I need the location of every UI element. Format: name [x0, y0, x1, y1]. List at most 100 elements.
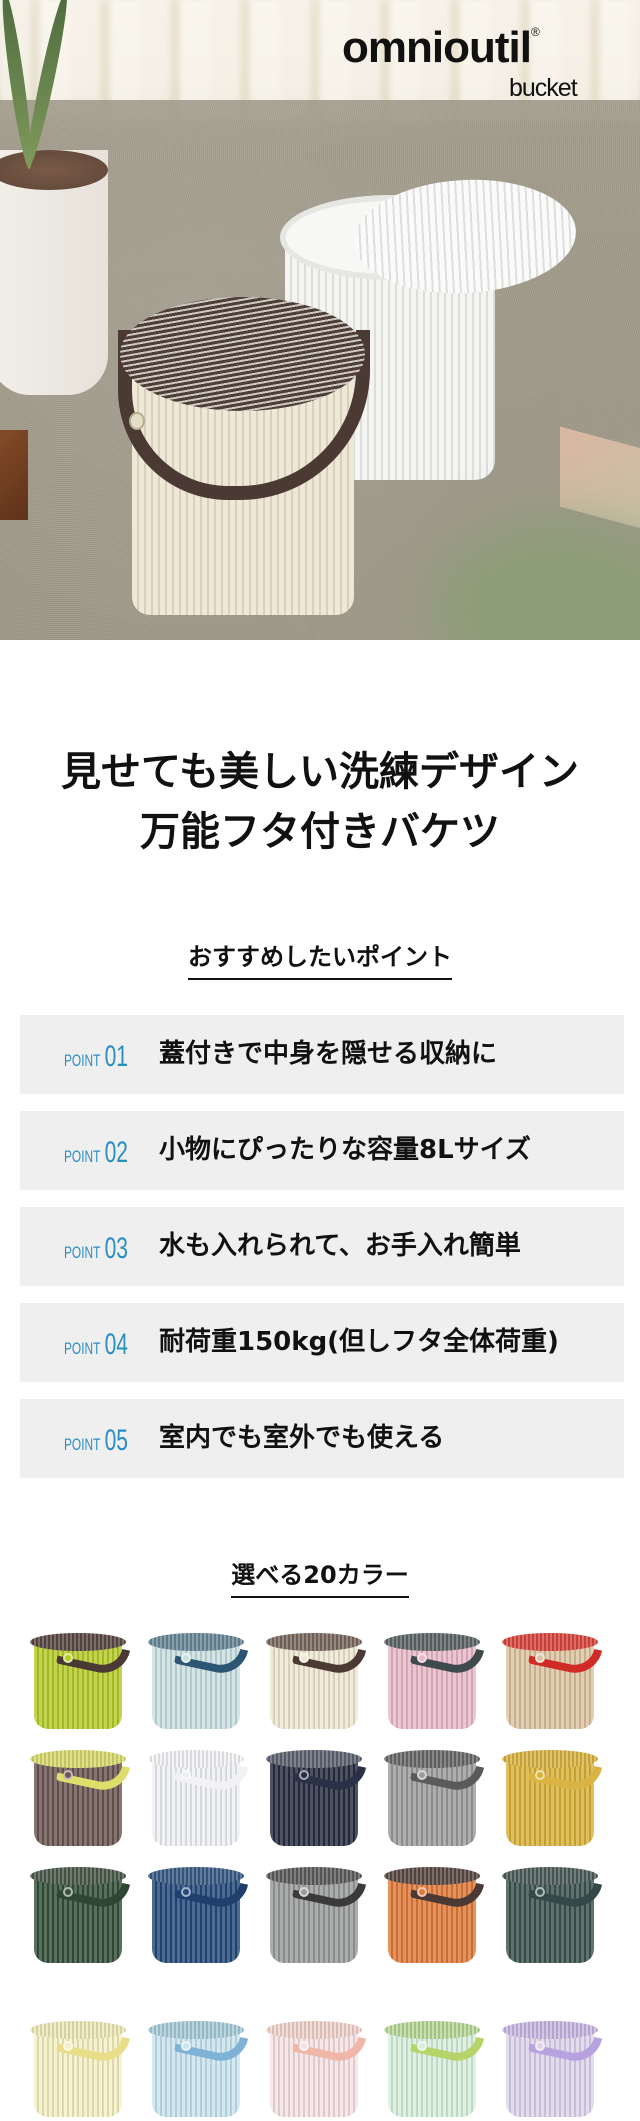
color-swatch-bucket[interactable] — [30, 1750, 131, 1850]
bucket-lid — [148, 1750, 244, 1768]
color-swatch-bucket[interactable] — [502, 1750, 603, 1850]
point-text: 蓋付きで中身を隠せる収納に — [159, 1039, 498, 1069]
handle-button — [417, 2041, 427, 2051]
points-heading: おすすめしたいポイント — [0, 944, 640, 981]
colors-heading: 選べる20カラー — [0, 1562, 640, 1599]
color-swatch-bucket[interactable] — [384, 2021, 485, 2121]
bucket-lid — [384, 1750, 480, 1768]
bucket-body — [388, 1758, 476, 1846]
bucket-lid — [30, 1633, 126, 1651]
color-swatch-bucket[interactable] — [30, 1633, 131, 1733]
handle-button — [63, 2041, 73, 2051]
point-number: 01 — [104, 1040, 128, 1073]
point-word: POINT — [64, 1435, 101, 1454]
bucket-body — [388, 1641, 476, 1729]
color-swatch-bucket[interactable] — [266, 1867, 367, 1967]
handle-button — [417, 1653, 427, 1663]
bucket-body — [34, 1758, 122, 1846]
bucket-lid — [384, 2021, 480, 2039]
point-text: 水も入れられて、お手入れ簡単 — [159, 1231, 521, 1261]
color-swatch-bucket[interactable] — [148, 1867, 249, 1967]
bucket-body — [152, 1875, 240, 1963]
color-swatch-bucket[interactable] — [502, 1867, 603, 1967]
point-word: POINT — [64, 1051, 101, 1070]
bucket-body — [152, 1758, 240, 1846]
handle-button — [417, 1887, 427, 1897]
headline-line2: 万能フタ付きバケツ — [140, 809, 500, 855]
bucket-lid — [266, 1750, 362, 1768]
point-number: 02 — [104, 1136, 128, 1169]
point-text: 室内でも室外でも使える — [159, 1423, 445, 1453]
bucket-lid — [384, 1867, 480, 1885]
color-swatch-bucket[interactable] — [502, 1633, 603, 1733]
color-swatch-bucket[interactable] — [148, 1633, 249, 1733]
color-swatch-bucket[interactable] — [266, 1750, 367, 1850]
handle-button — [63, 1887, 73, 1897]
bucket-lid — [266, 1867, 362, 1885]
color-swatch-bucket[interactable] — [266, 1633, 367, 1733]
bucket-body — [270, 1641, 358, 1729]
bucket-body — [506, 1758, 594, 1846]
handle-button — [63, 1653, 73, 1663]
color-swatch-bucket[interactable] — [384, 1867, 485, 1967]
bucket-lid — [30, 2021, 126, 2039]
point-number: 05 — [104, 1424, 128, 1457]
point-word: POINT — [64, 1147, 101, 1166]
bucket-lid — [30, 1867, 126, 1885]
point-number: 04 — [104, 1328, 128, 1361]
logo-subtitle: bucket — [509, 74, 578, 102]
bucket-lid — [266, 2021, 362, 2039]
bucket-body — [388, 1875, 476, 1963]
color-swatch-bucket[interactable] — [502, 2021, 603, 2121]
point-text: 小物にぴったりな容量8Lサイズ — [159, 1135, 531, 1165]
handle-button — [299, 1887, 309, 1897]
point-number: 03 — [104, 1232, 128, 1265]
handle-button — [63, 1770, 73, 1780]
handle-button — [417, 1770, 427, 1780]
bucket-lid — [148, 1633, 244, 1651]
color-swatch-bucket[interactable] — [384, 1750, 485, 1850]
cream-bucket-lid — [120, 297, 365, 411]
bucket-lid — [502, 1750, 598, 1768]
handle-button — [535, 2041, 545, 2051]
handle-button — [299, 1653, 309, 1663]
color-swatch-bucket[interactable] — [30, 1867, 131, 1967]
bucket-body — [34, 1875, 122, 1963]
handle-button — [181, 2041, 191, 2051]
color-swatch-bucket[interactable] — [384, 1633, 485, 1733]
wooden-block — [0, 430, 28, 520]
point-text: 耐荷重150kg(但しフタ全体荷重) — [159, 1327, 559, 1357]
handle-button — [299, 1770, 309, 1780]
bucket-body — [270, 1758, 358, 1846]
handle-button — [535, 1770, 545, 1780]
bucket-body — [506, 1641, 594, 1729]
color-swatch-bucket[interactable] — [266, 2021, 367, 2121]
handle-button — [299, 2041, 309, 2051]
logo-text: omnioutil — [342, 23, 532, 72]
bucket-lid — [148, 1867, 244, 1885]
bucket-body — [34, 1641, 122, 1729]
brand-logo: omnioutil® — [342, 23, 540, 72]
plant-pot — [0, 150, 108, 395]
points-heading-text: おすすめしたいポイント — [188, 944, 452, 981]
bucket-lid — [266, 1633, 362, 1651]
handle-button — [129, 412, 145, 430]
colors-heading-text: 選べる20カラー — [231, 1562, 409, 1599]
color-swatch-bucket[interactable] — [30, 2021, 131, 2121]
point-word: POINT — [64, 1243, 101, 1262]
bucket-lid — [384, 1633, 480, 1651]
point-word: POINT — [64, 1339, 101, 1358]
handle-button — [535, 1653, 545, 1663]
color-swatch-bucket[interactable] — [148, 2021, 249, 2121]
bucket-lid — [502, 1867, 598, 1885]
hero-photo: omnioutil® bucket — [0, 0, 640, 640]
color-swatch-bucket[interactable] — [148, 1750, 249, 1850]
headline-line1: 見せても美しい洗練デザイン — [61, 749, 579, 795]
